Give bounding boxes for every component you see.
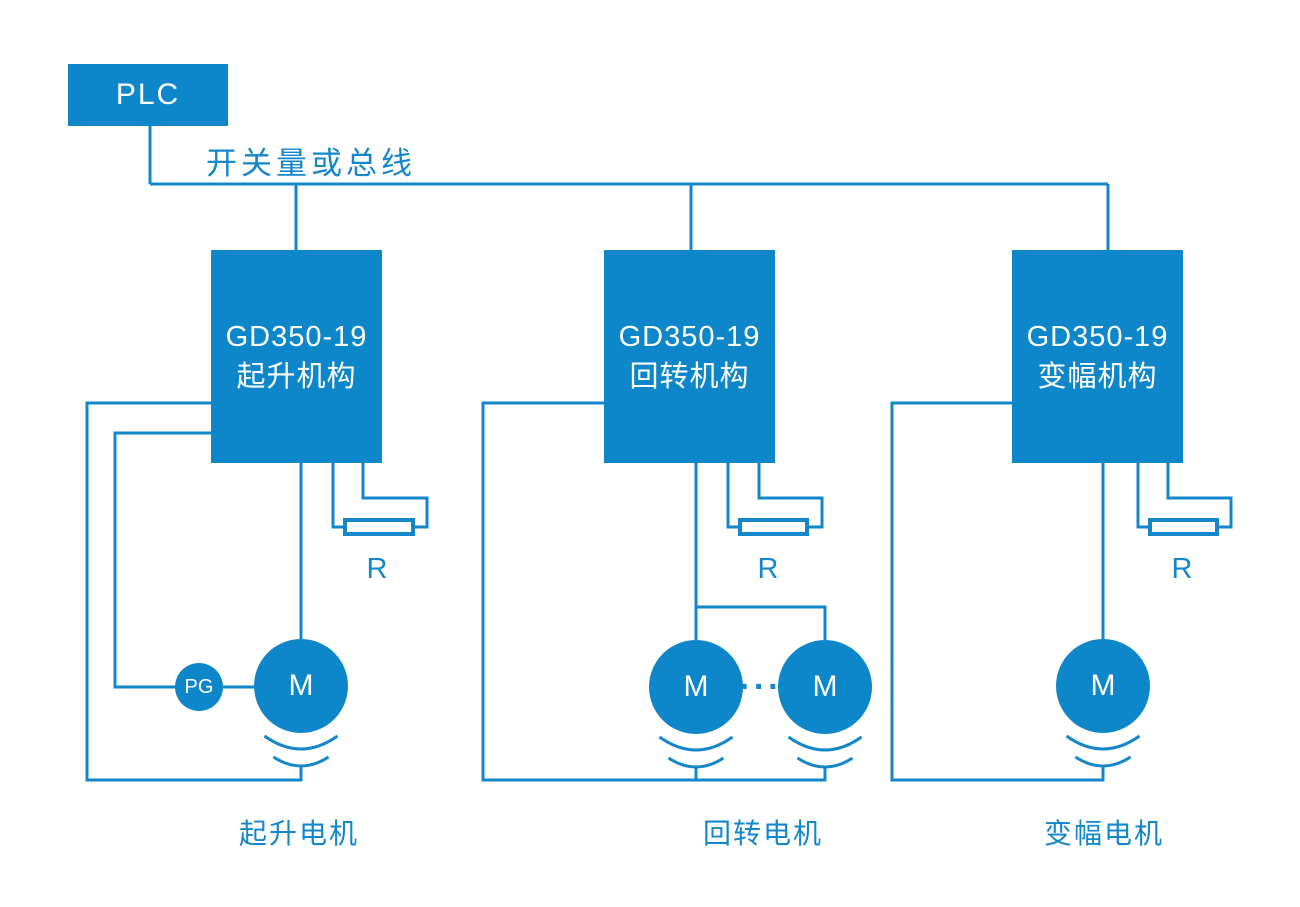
drive-mechanism-label: 起升机构 (236, 360, 357, 393)
unit3-resistor-lead-left (1136, 462, 1150, 529)
caption-luffing-motor: 变幅电机 (1043, 818, 1165, 849)
unit2-wiring (481, 401, 863, 782)
unit3-motor-arc-outer (1065, 734, 1141, 751)
drive-model-label: GD350-19 (225, 320, 368, 353)
unit2-outer-loop (481, 401, 827, 782)
encoder-pg-circle: PG (175, 663, 223, 711)
unit1-resistor-lead-right (361, 462, 429, 529)
unit1-motor-arc-inner (272, 755, 330, 768)
bus-signal-label: 开关量或总线 (206, 146, 416, 181)
unit3-motor-arc-inner (1074, 755, 1132, 768)
unit2-motor2-arc-outer (787, 735, 863, 752)
unit1-outer-feedback-loop (85, 401, 303, 782)
drive-mechanism-label: 回转机构 (629, 360, 750, 393)
motor-label: M (683, 670, 709, 703)
drive-box-hoist: GD350-19 起升机构 (211, 250, 382, 463)
slewing-motor-circle-2: M (778, 640, 872, 734)
drive-model-label: GD350-19 (618, 320, 761, 353)
unit2-motor-manifold (696, 605, 827, 640)
plc-box: PLC (68, 64, 228, 126)
unit1-resistor-body (343, 518, 415, 536)
unit2-resistor-lead-left (726, 462, 740, 529)
unit3-outer-loop (890, 401, 1105, 782)
unit2-resistor-body (738, 518, 809, 536)
resistor-label-hoist: R (366, 553, 388, 585)
drive-model-label: GD350-19 (1026, 320, 1169, 353)
unit2-resistor-lead-right (757, 462, 824, 529)
motor-label: M (288, 669, 314, 702)
more-motors-ellipsis: ··· (739, 668, 783, 706)
plc-label: PLC (115, 78, 181, 111)
pg-label: PG (184, 675, 214, 698)
drive-box-slewing: GD350-19 回转机构 (604, 250, 775, 463)
unit2-motor1-arc-outer (658, 735, 734, 752)
drive-mechanism-label: 变幅机构 (1037, 360, 1158, 393)
unit1-motor-arc-outer (263, 734, 339, 751)
motor-label: M (1090, 669, 1116, 702)
unit1-wiring (85, 401, 429, 782)
motor-label: M (812, 670, 838, 703)
unit1-resistor-lead-left (331, 462, 345, 529)
plc-bus-wiring (148, 126, 1110, 250)
unit3-resistor-lead-right (1166, 462, 1233, 529)
unit3-wiring (890, 401, 1233, 782)
unit2-motor1-arc-inner (667, 756, 725, 769)
resistor-label-luffing: R (1171, 553, 1193, 585)
caption-hoist-motor: 起升电机 (238, 818, 360, 849)
unit1-pg-feedback-loop (113, 431, 211, 689)
luffing-motor-circle: M (1056, 639, 1150, 733)
resistor-label-slewing: R (757, 553, 779, 585)
hoist-motor-circle: M (254, 639, 348, 733)
unit3-resistor-body (1148, 518, 1219, 536)
unit2-motor2-arc-inner (796, 756, 854, 769)
caption-slewing-motor: 回转电机 (702, 818, 824, 849)
drive-box-luffing: GD350-19 变幅机构 (1012, 250, 1183, 463)
slewing-motor-circle-1: M (649, 640, 743, 734)
